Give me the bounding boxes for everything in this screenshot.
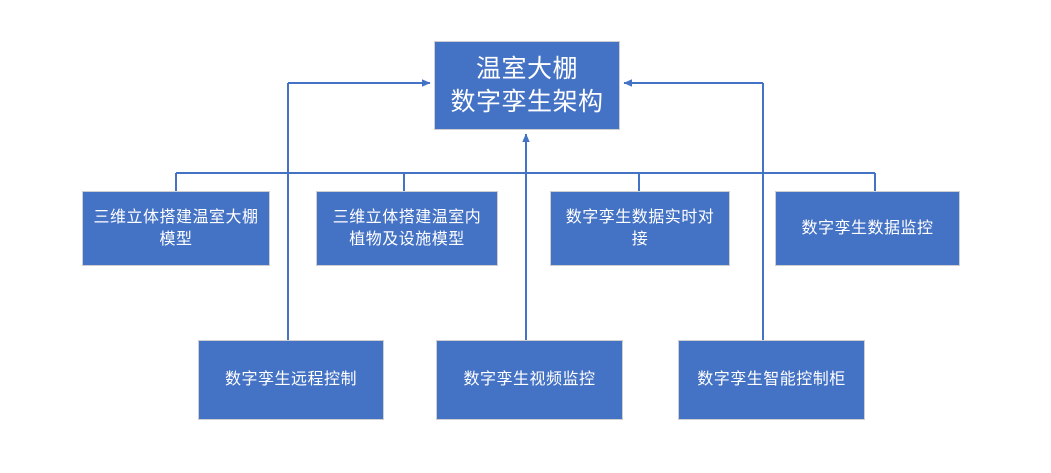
- node-leaf-2[interactable]: 数字孪生视频监控: [436, 340, 623, 420]
- node-leaf-1[interactable]: 数字孪生远程控制: [198, 340, 384, 420]
- node-leaf-3-label: 数字孪生智能控制柜: [697, 371, 846, 389]
- node-mid-2-label: 三维立体搭建温室内植物及设施模型: [332, 209, 482, 248]
- node-leaf-1-label: 数字孪生远程控制: [224, 371, 357, 389]
- node-mid-2[interactable]: 三维立体搭建温室内植物及设施模型: [316, 191, 498, 266]
- node-mid-3-label: 数字孪生数据实时对接: [565, 209, 715, 248]
- node-mid-4[interactable]: 数字孪生数据监控: [775, 191, 960, 266]
- node-mid-3[interactable]: 数字孪生数据实时对接: [550, 191, 730, 266]
- node-mid-1[interactable]: 三维立体搭建温室大棚模型: [82, 191, 270, 266]
- node-root-label: 温室大棚 数字孪生架构: [450, 54, 604, 116]
- node-root[interactable]: 温室大棚 数字孪生架构: [434, 41, 620, 130]
- node-leaf-3[interactable]: 数字孪生智能控制柜: [678, 340, 865, 420]
- node-mid-4-label: 数字孪生数据监控: [801, 219, 934, 237]
- node-mid-1-label: 三维立体搭建温室大棚模型: [93, 209, 259, 248]
- node-leaf-2-label: 数字孪生视频监控: [463, 371, 596, 389]
